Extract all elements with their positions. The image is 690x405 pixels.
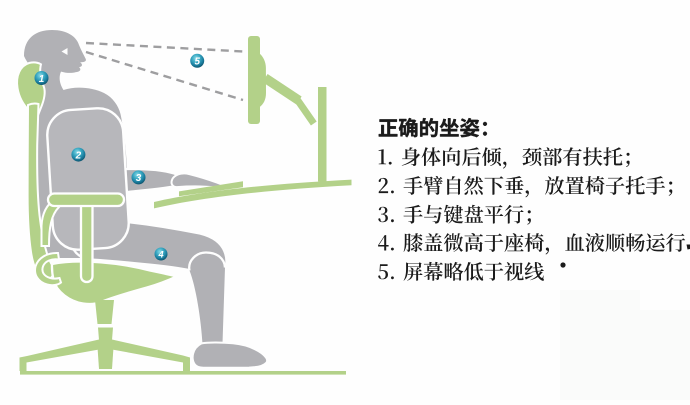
svg-text:3: 3 [136, 173, 142, 184]
svg-text:1: 1 [39, 74, 45, 85]
svg-text:4: 4 [157, 250, 163, 260]
svg-text:5: 5 [194, 57, 200, 68]
svg-text:2: 2 [75, 150, 82, 161]
